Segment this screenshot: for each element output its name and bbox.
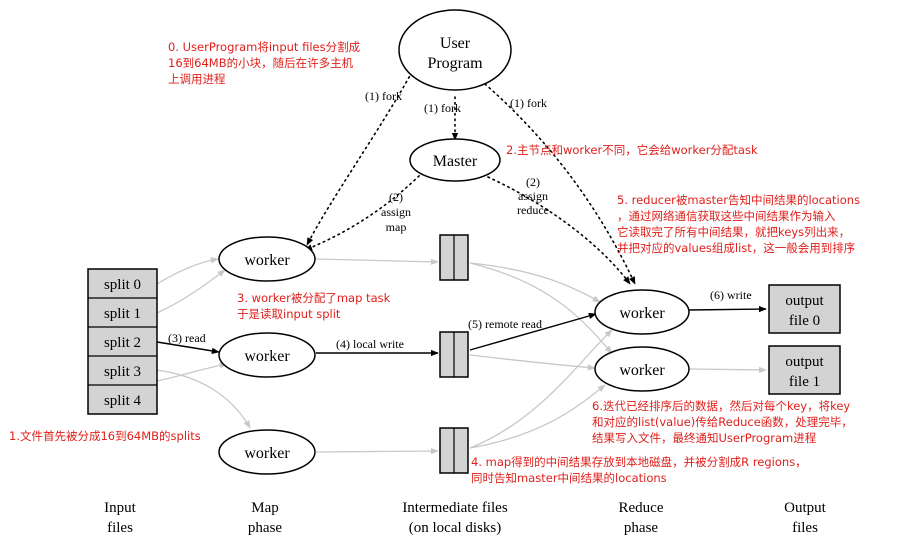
phase-map-line1: Map [251,500,279,516]
read-label: (3) read [168,331,206,345]
phase-intermediate-line1: Intermediate files [402,500,508,516]
worker-label: worker [619,362,665,379]
flow-file3-to-reducer1 [469,384,606,449]
worker-label: worker [619,305,665,322]
note-5-line1: 5. reducer被master告知中间结果的locations [617,193,860,207]
phase-reduce-line2: phase [624,520,658,536]
note-3-line1: 3. worker被分配了map task [237,291,391,305]
note-0-line1: 0. UserProgram将input files分割成 [168,40,361,54]
write-label: (6) write [710,288,752,302]
worker-label: worker [244,445,290,462]
user-program-label-line1: User [440,35,471,52]
output-file-0-line2: file 0 [789,313,820,329]
output-file-1-line1: output [785,354,824,370]
map-worker-3: worker [218,429,316,475]
phase-reduce-line1: Reduce [619,500,664,516]
remote-read-label: (5) remote read [468,317,542,331]
fork-to-worker-map [306,71,413,246]
flow-split1-to-worker-top [156,269,226,314]
gray-flow-lines [156,257,767,455]
flow-file3-to-reducer0 [469,329,613,449]
master-label: Master [433,153,478,170]
assign-reduce-label-2: assign [518,189,548,203]
output-file-1: output file 1 [768,345,841,395]
note-0-line2: 16到64MB的小块，随后在许多主机 [168,56,354,70]
map-worker-2: worker [218,332,316,378]
input-splits: split 0 split 1 split 2 split 3 split 4 [87,268,158,415]
output-file-0: output file 0 [768,284,841,334]
phase-map-line2: phase [248,520,282,536]
intermediate-file-2 [439,331,469,378]
note-3-line2: 于是读取input split [237,307,341,321]
flow-split0-to-worker-top [156,257,219,285]
note-1: 1.文件首先被分成16到64MB的splits [9,429,201,443]
solid-flow-lines [156,305,767,357]
note-2: 2.主节点和worker不同，它会给worker分配task [506,143,758,157]
note-0-line3: 上调用进程 [168,72,226,86]
fork-to-worker-reduce [484,83,636,285]
note-5-line3: 它读取完了所有中间结果，就把keys列出来， [617,225,850,239]
note-6-line3: 结果写入文件，最终通知UserProgram进程 [592,431,817,445]
phase-output-line2: files [792,520,818,536]
phase-input-line2: files [107,520,133,536]
flow-file1-to-reducer1 [469,262,613,354]
assign-map-label-3: map [386,220,407,234]
fork-mid-label: (1) fork [424,101,461,115]
note-4-line2: 同时告知master中间结果的locations [471,471,667,485]
map-worker-1: worker [218,236,316,282]
intermediate-file-3 [439,427,469,474]
split-3-label: split 3 [104,364,141,380]
note-6-line1: 6.迭代已经排序后的数据，然后对每个key，将key [592,399,850,413]
user-program-label-line2: Program [427,55,483,72]
phase-input-line1: Input [104,500,136,516]
local-write-label: (4) local write [336,337,404,351]
note-4-line1: 4. map得到的中间结果存放到本地磁盘，并被分割成R regions， [471,455,807,469]
flow-file2-to-reducer1 [469,354,596,371]
flow-split4-to-worker-bottom [156,369,251,429]
flow-reducer1-to-output1 [689,366,767,374]
read-arrow [156,341,220,355]
flow-split3-to-worker-mid [156,362,228,382]
output-file-1-line2: file 1 [789,374,820,390]
note-5-line2: ，通过网络通信获取这些中间结果作为输入 [617,209,836,223]
split-0-label: split 0 [104,277,141,293]
assign-map-label-2: assign [381,205,411,219]
assign-reduce-label-3: reduce [517,203,549,217]
assign-map-label-1: (2) [389,190,403,204]
fork-right-label: (1) fork [510,96,547,110]
flow-worker-top-to-file1 [315,258,439,266]
remote-read-arrow [469,312,597,351]
intermediate-file-1 [439,234,469,281]
annotations: 0. UserProgram将input files分割成 16到64MB的小块… [9,40,860,485]
phase-output-line1: Output [784,500,827,516]
assign-map-line [304,171,424,251]
worker-label: worker [244,252,290,269]
note-5-line4: 并把对应的values组成list，这一般会用到排序 [617,241,855,255]
edge-labels: (1) fork (1) fork (1) fork (2) assign ma… [168,89,752,351]
worker-label: worker [244,348,290,365]
assign-reduce-label-1: (2) [526,175,540,189]
split-2-label: split 2 [104,335,141,351]
write-arrow [687,305,767,313]
flow-worker-bottom-to-file3 [315,447,439,455]
reduce-worker-2: worker [594,346,690,392]
output-file-0-line1: output [785,293,824,309]
control-lines [304,71,636,285]
flow-file1-to-reducer0 [469,262,601,303]
split-1-label: split 1 [104,306,141,322]
phase-intermediate-line2: (on local disks) [409,520,501,536]
user-program-node: User Program [398,9,512,91]
assign-reduce-line [487,176,631,285]
master-node: Master [409,138,501,182]
phase-labels: Input files Map phase Intermediate files… [104,500,827,536]
fork-left-label: (1) fork [365,89,402,103]
reduce-worker-1: worker [594,289,690,335]
split-4-label: split 4 [104,393,142,409]
note-6-line2: 和对应的list(value)传给Reduce函数，处理完毕， [592,415,853,429]
